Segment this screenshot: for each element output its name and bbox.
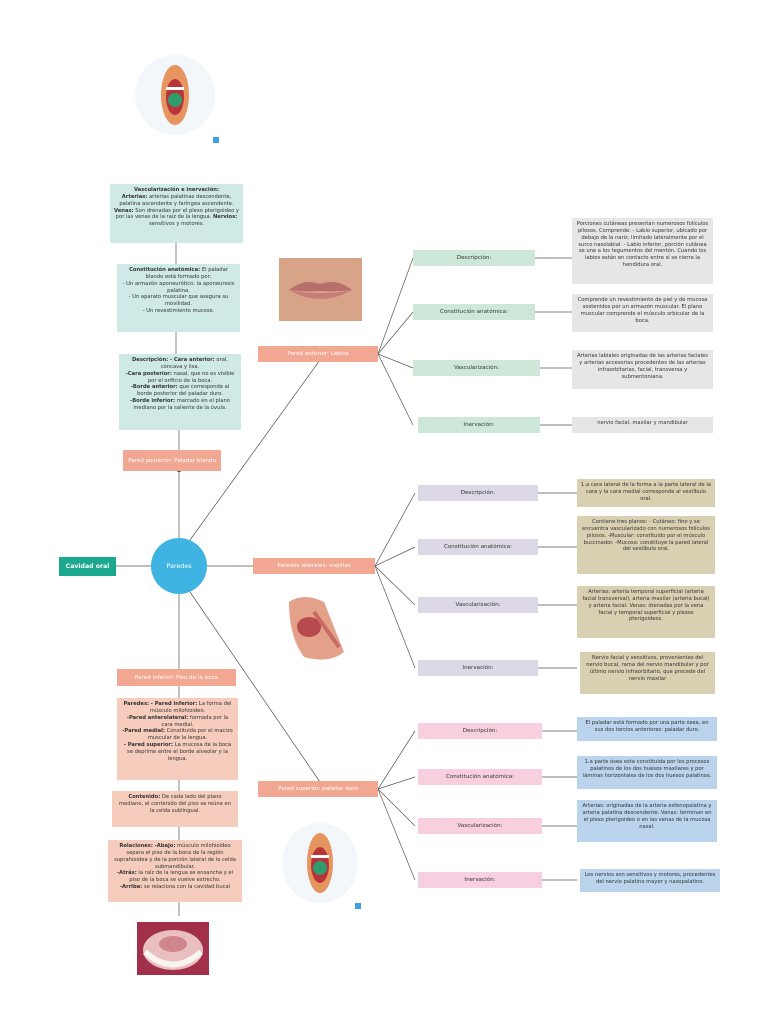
superior-descripcion-text: El paladar está formado por una parte ós… xyxy=(577,717,717,741)
superior-descripcion-label: Descripción: xyxy=(418,723,542,739)
superior-constitucion-text: 1.a parte ósea esta constituida por los … xyxy=(577,756,717,789)
superior-inervacion-label: Inervación: xyxy=(418,872,542,888)
mouth-illustration-bottom xyxy=(275,815,365,910)
inferior-contenido-box: Contenido: De cada lado del plano median… xyxy=(112,791,238,827)
superior-wall-label: Pared superior: paladar duro xyxy=(258,781,378,797)
root-node-cavidad-oral: Cavidad oral xyxy=(59,557,116,576)
anterior-descripcion-text: Porciones cutáneas presentan numerosos f… xyxy=(572,218,713,284)
mouth-illustration-top xyxy=(120,45,230,145)
superior-inervacion-text: Los nervios son sensitivos y motores, pr… xyxy=(580,869,720,892)
lateral-walls-label: Paredes laterales: mejillas xyxy=(253,558,375,574)
posterior-constitucion-box: Constitución anatómica: El paladar bland… xyxy=(117,264,240,332)
anterior-inervacion-label: Inervación: xyxy=(418,417,540,433)
lateral-vascularizacion-label: Vascularización: xyxy=(418,597,538,613)
anterior-constitucion-label: Constitución anatómica: xyxy=(413,304,535,320)
anterior-vascularizacion-text: Arterias labiales originadas de las arte… xyxy=(572,350,713,389)
mouth-floor-photo xyxy=(137,922,209,975)
cheek-anatomy-illustration xyxy=(284,592,352,665)
inferior-wall-label: Pared inferior: Piso de la boca xyxy=(117,669,236,686)
posterior-vascularizacion-box: Vascularización e inervación: Arterias: … xyxy=(110,184,243,243)
anterior-vascularizacion-label: Vascularización: xyxy=(413,360,540,376)
posterior-wall-label: Pared posterior: Paladar blando xyxy=(123,450,221,471)
lateral-inervacion-label: Inervación: xyxy=(418,660,538,676)
lateral-vascularizacion-text: Arterias: arteria temporal superficial (… xyxy=(577,586,715,638)
hub-node-paredes: Paredes xyxy=(151,538,207,594)
posterior-descripcion-box: Descripción: - Cara anterior: oral, cónc… xyxy=(119,354,241,430)
inferior-relaciones-box: Relaciones: -Abajo: músculo milohioideo … xyxy=(108,840,242,902)
inferior-paredes-box: Paredes: - Pared inferior: La forma del … xyxy=(117,698,238,780)
lateral-descripcion-text: 1.a cara lateral de la forma a la parte … xyxy=(577,479,715,507)
anterior-descripcion-label: Descripción: xyxy=(413,250,535,266)
lateral-constitucion-text: Contiene tres planos: - Cutáneo: fino y … xyxy=(577,516,715,574)
superior-constitucion-label: Constitución anatómica: xyxy=(418,769,542,785)
anterior-inervacion-text: nervio facial, maxilar y mandibular xyxy=(572,417,713,433)
anterior-constitucion-text: Comprende un revestimiento de piel y de … xyxy=(572,294,713,332)
lips-photo xyxy=(279,258,362,321)
superior-vascularizacion-text: Arterias: originadas de la arteria esfen… xyxy=(577,800,717,842)
lateral-inervacion-text: Nervio facial y sensitivos, provenientes… xyxy=(580,652,715,694)
lateral-constitucion-label: Constitución anatómica: xyxy=(418,539,538,555)
superior-vascularizacion-label: Vascularización: xyxy=(418,818,542,834)
lateral-descripcion-label: Descripción: xyxy=(418,485,538,501)
anterior-wall-label: Pared anterior: Labios xyxy=(258,346,378,362)
